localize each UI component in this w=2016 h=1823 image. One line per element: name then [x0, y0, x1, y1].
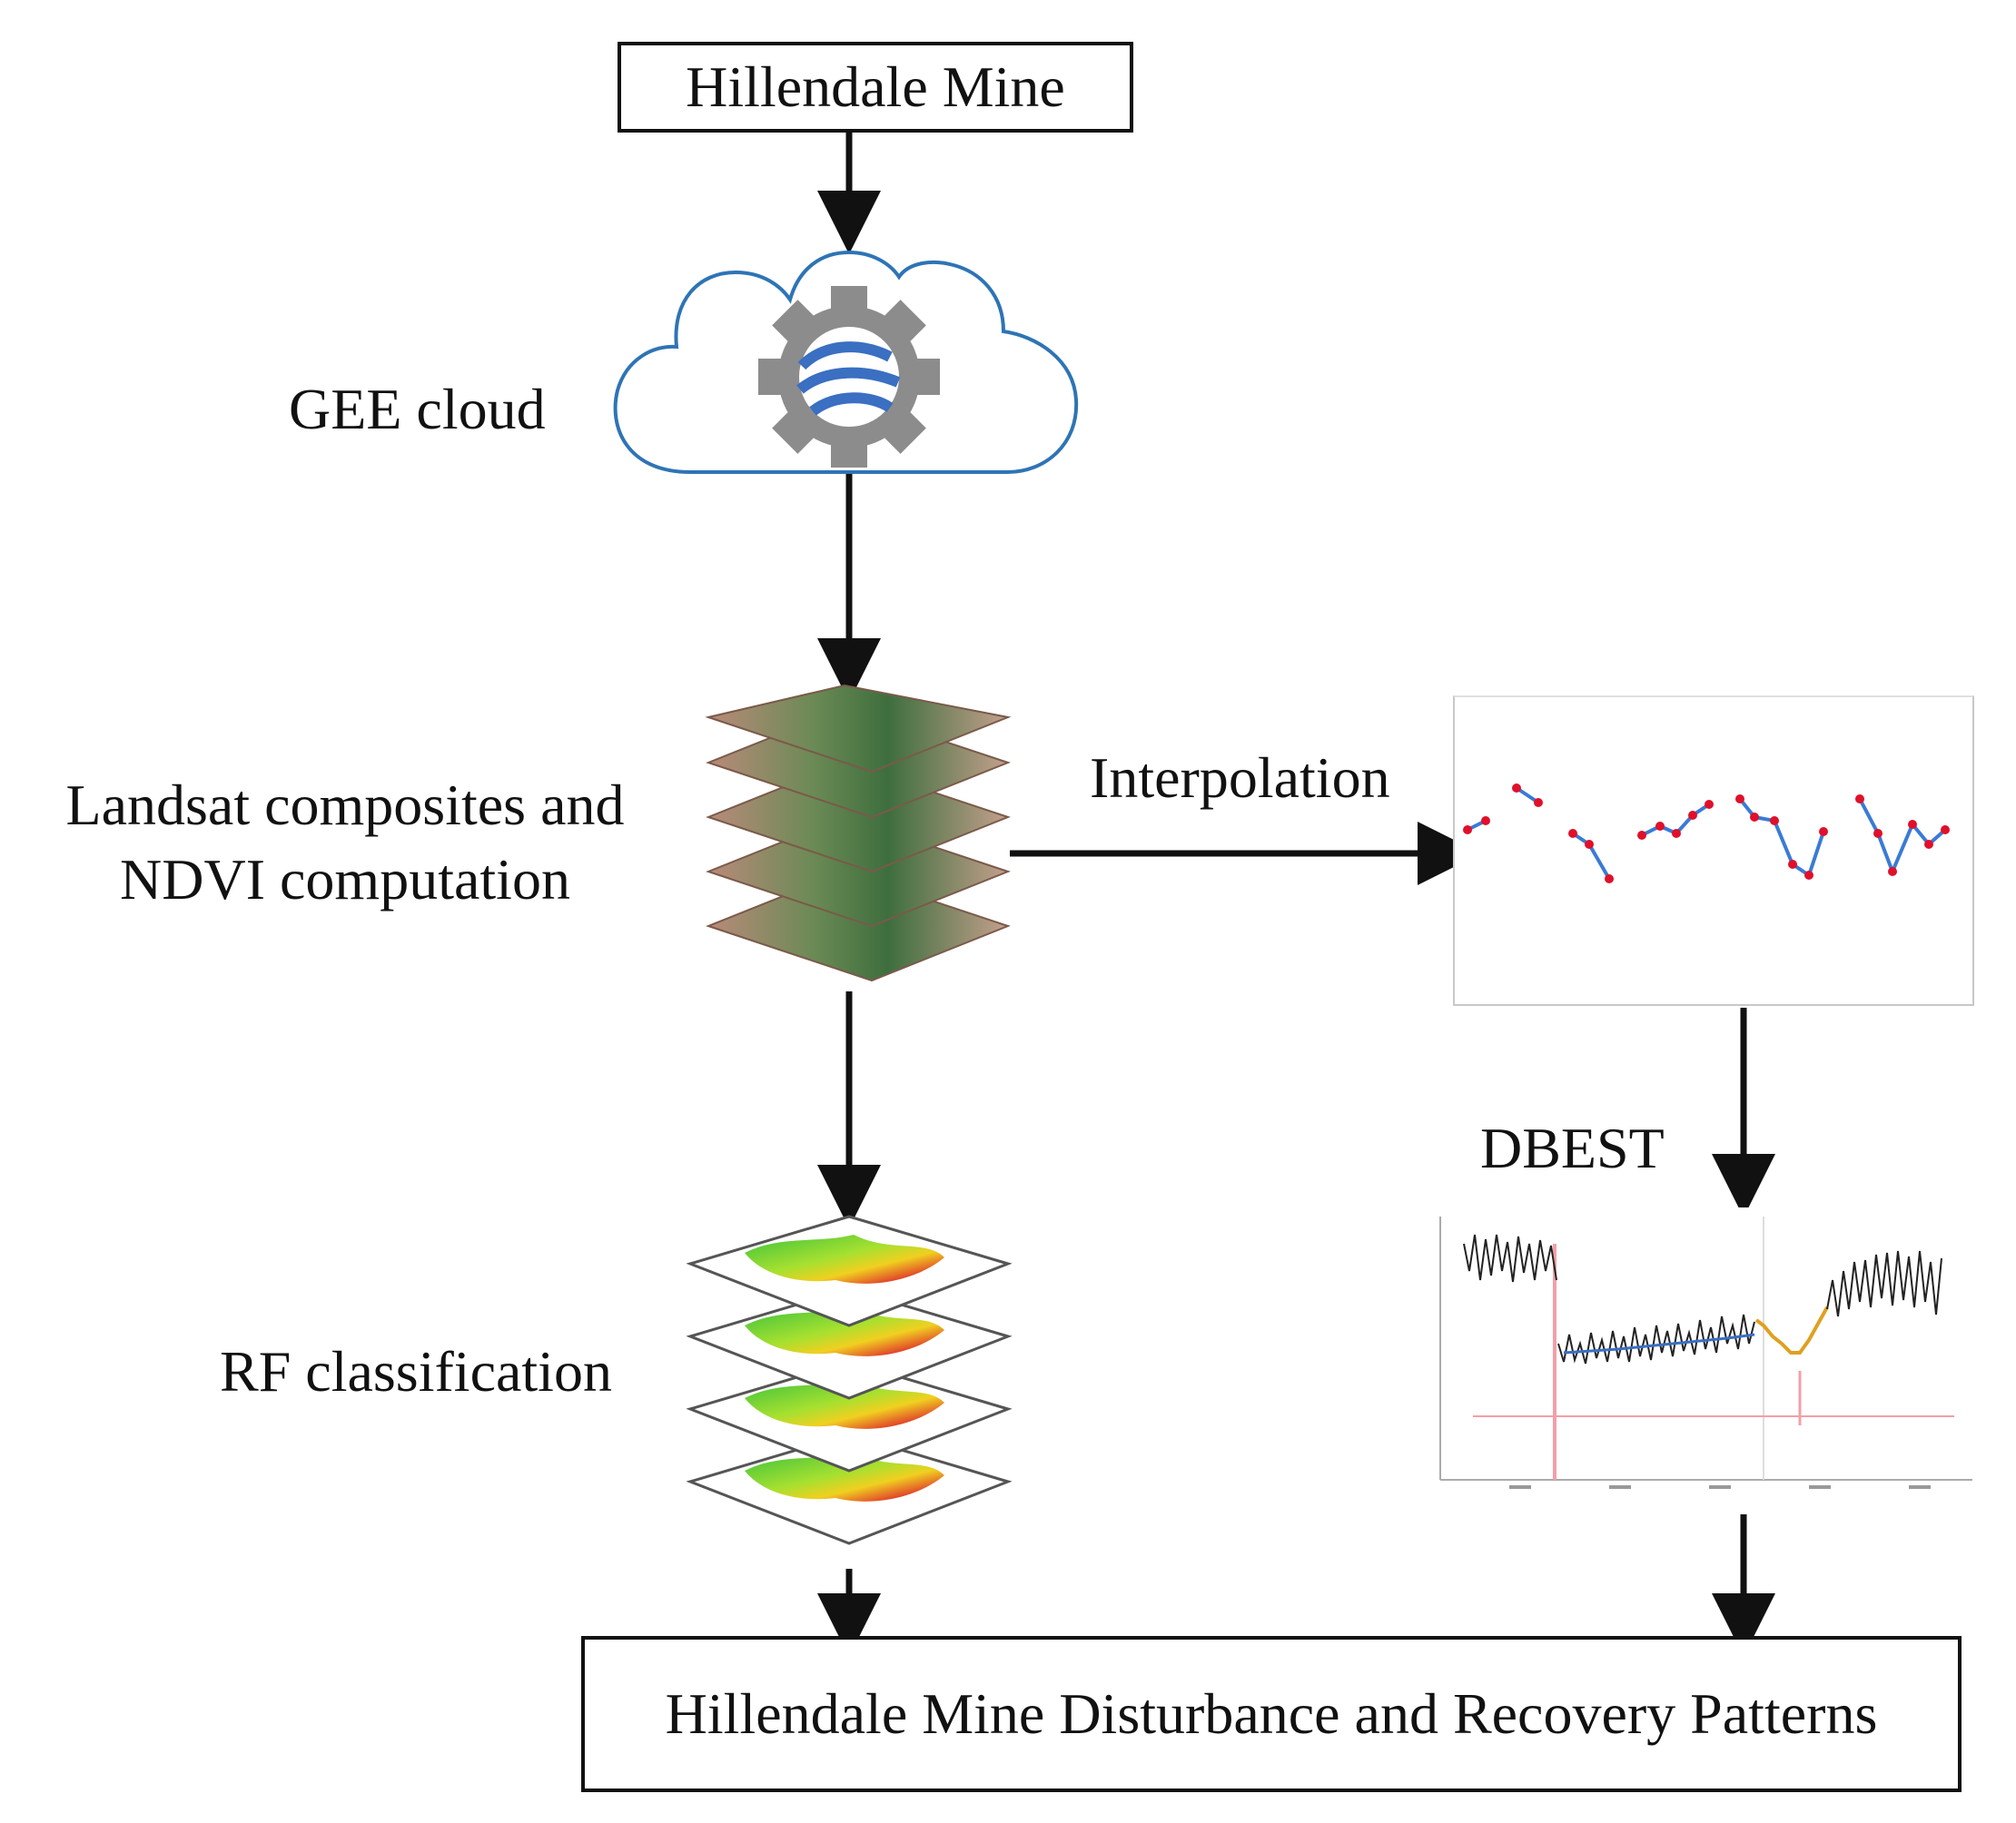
ndvi-timeseries-plot [1463, 783, 1950, 883]
dbest-plot [1439, 1217, 1972, 1489]
dbest-plot-thumbnail [1437, 1207, 1981, 1498]
landsat-label-line1: Landsat composites and [65, 773, 625, 837]
landsat-label-line2: NDVI computation [120, 847, 570, 912]
start-node: Hillendale Mine [618, 42, 1133, 133]
rf-label: RF classification [220, 1339, 612, 1404]
start-label: Hillendale Mine [686, 54, 1065, 119]
result-node: Hillendale Mine Disturbance and Recovery… [581, 1636, 1962, 1792]
gee-label: GEE cloud [289, 377, 546, 441]
ndvi-timeseries-thumbnail [1453, 695, 1974, 1006]
dbest-label: DBEST [1480, 1116, 1665, 1180]
result-label: Hillendale Mine Disturbance and Recovery… [665, 1681, 1878, 1746]
interpolation-label: Interpolation [1090, 745, 1390, 810]
landsat-label: Landsat composites and NDVI computation [36, 768, 654, 917]
